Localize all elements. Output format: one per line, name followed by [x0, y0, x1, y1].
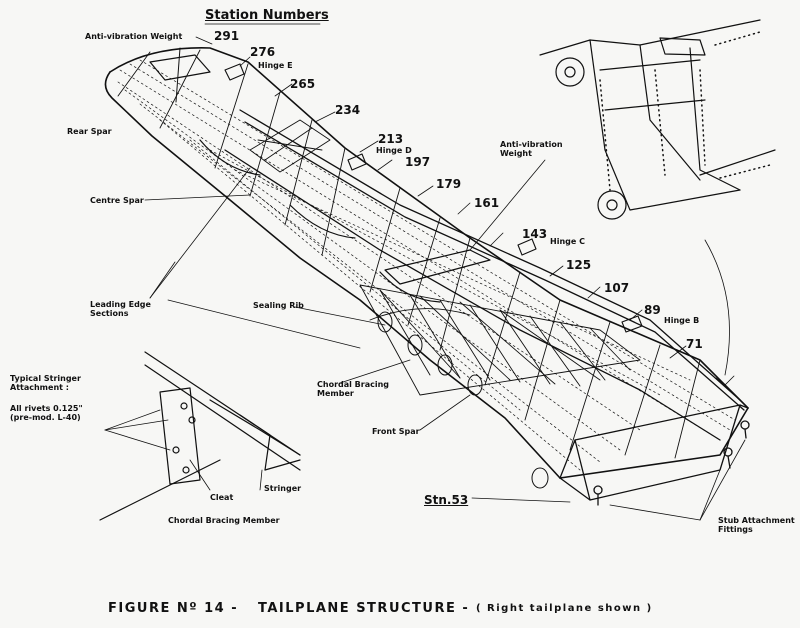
label-hinge-d: Hinge D: [376, 146, 412, 155]
caption-title: TAILPLANE STRUCTURE -: [258, 601, 470, 616]
station-197: 197: [405, 155, 431, 169]
caption-note: ( Right tailplane shown ): [476, 603, 653, 614]
spars: [224, 109, 745, 441]
stringer-inset: [99, 351, 301, 521]
label-anti-vibration-weight-top: Anti-vibration Weight: [85, 32, 183, 41]
station-213: 213: [378, 132, 404, 146]
station-numbers-title: Station Numbers: [205, 8, 329, 23]
root-end-box: [559, 404, 750, 506]
station-276: 276: [250, 45, 276, 59]
label-typical-stringer-attachment: Typical Stringer Attachment :: [10, 374, 81, 393]
station-161: 161: [474, 196, 500, 210]
label-rear-spar: Rear Spar: [67, 127, 112, 136]
station-234: 234: [335, 103, 361, 117]
label-front-spar: Front Spar: [372, 427, 420, 436]
label-sealing-rib: Sealing Rib: [253, 301, 304, 310]
detail-fitting: [539, 19, 776, 220]
hinge-fittings: [224, 63, 643, 333]
leader-lines: [104, 23, 746, 521]
label-chordal-bracing-member: Chordal Bracing Member: [317, 380, 390, 399]
label-stub-attachment-fittings: Stub Attachment Fittings: [718, 516, 795, 535]
lightening-holes: [377, 311, 549, 489]
label-centre-spar: Centre Spar: [90, 196, 144, 205]
skin-lines: [117, 59, 736, 471]
leading-edge-divisions: [199, 139, 441, 303]
station-179: 179: [436, 177, 462, 191]
label-leading-edge-sections: Leading Edge Sections: [90, 300, 151, 319]
station-107: 107: [604, 281, 630, 295]
label-hinge-b: Hinge B: [664, 316, 700, 325]
label-chordal-bracing-member-inset: Chordal Bracing Member: [168, 516, 280, 525]
label-anti-vibration-weight-mid: Anti-vibration Weight: [500, 140, 563, 159]
ribs: [117, 49, 701, 459]
station-53: Stn.53: [424, 493, 469, 507]
label-cleat: Cleat: [210, 493, 234, 502]
station-291: 291: [214, 29, 240, 43]
station-265: 265: [290, 77, 316, 91]
label-all-rivets: All rivets 0.125" (pre-mod. L-40): [10, 404, 83, 423]
station-89: 89: [644, 303, 661, 317]
anti-vibration-weights: [149, 54, 491, 285]
internal-bracing: [249, 119, 641, 396]
station-143: 143: [522, 227, 548, 241]
label-hinge-c: Hinge C: [550, 237, 585, 246]
label-stringer: Stringer: [264, 484, 302, 493]
detail-rivets: [599, 31, 771, 191]
station-71: 71: [686, 337, 703, 351]
station-125: 125: [566, 258, 592, 272]
caption-figure-number: FIGURE Nº 14 -: [108, 601, 239, 616]
label-hinge-e: Hinge E: [258, 61, 293, 70]
